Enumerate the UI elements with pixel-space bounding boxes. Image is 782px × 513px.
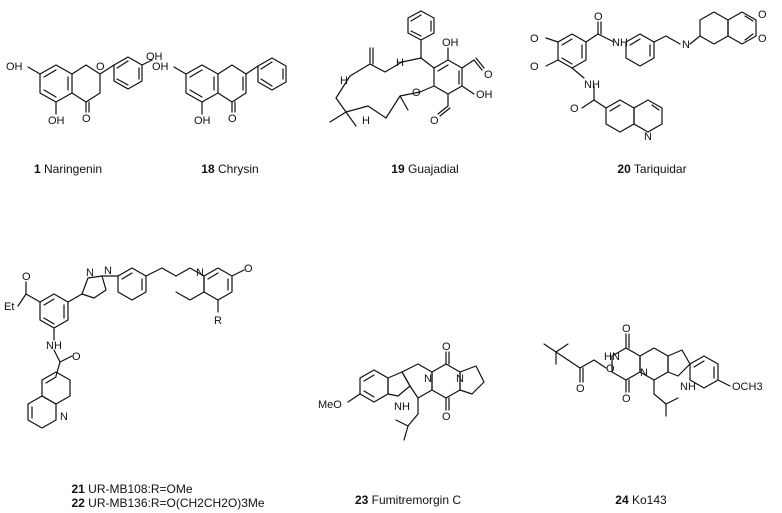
atom-label-o: O	[606, 363, 615, 375]
structure-fumitremorgin-c	[347, 351, 485, 441]
atom-label-o: O	[72, 351, 81, 363]
atom-label-o: O	[22, 271, 31, 283]
atom-label-oh: OH	[48, 115, 65, 127]
atom-label-o: O	[570, 103, 579, 115]
atom-label-oh: OH	[6, 61, 23, 73]
atom-label-r: R	[214, 315, 222, 327]
atom-label-o: O	[96, 61, 105, 73]
atom-label-nh: NH	[584, 79, 600, 91]
compound-number: 21	[71, 482, 85, 496]
compound-name: UR-MB136:R=O(CH2CH2O)3Me	[88, 496, 265, 510]
atom-label-n: N	[682, 39, 690, 51]
atom-label-oh: OH	[442, 37, 459, 49]
compound-number: 18	[201, 162, 215, 176]
atom-label-o: O	[594, 11, 603, 23]
caption-21-22: 21 UR-MB108:R=OMe 22 UR-MB136:R=O(CH2CH2…	[71, 482, 264, 510]
compound-name: Ko143	[632, 493, 667, 507]
compound-name: Tariquidar	[633, 162, 687, 176]
compound-number: 22	[71, 496, 85, 510]
compound-name: Naringenin	[43, 162, 103, 176]
atom-label-nh: NH	[46, 340, 62, 352]
atom-label-o: O	[484, 69, 493, 81]
structure-ko143	[543, 333, 731, 417]
atom-label-oh: OH	[476, 89, 493, 101]
atom-label-n: N	[640, 367, 648, 379]
atom-label-o: O	[622, 393, 631, 405]
compound-name: UR-MB108:R=OMe	[88, 482, 193, 496]
atom-label-o: O	[82, 113, 91, 125]
atom-label-o: O	[228, 113, 237, 125]
atom-label-o: O	[412, 87, 421, 99]
atom-label-h: H	[362, 115, 370, 127]
atom-label-n: N	[104, 265, 112, 277]
structure-tariquidar	[545, 11, 757, 133]
atom-label-et: Et	[4, 301, 14, 313]
atom-label-nh: NH	[612, 37, 628, 49]
compound-number: 19	[391, 162, 405, 176]
structure-ur-mb	[17, 267, 245, 429]
atom-label-n: N	[644, 131, 652, 143]
compound-number: 20	[617, 162, 631, 176]
atom-label-oh: OH	[152, 61, 169, 73]
atom-label-o: O	[530, 61, 539, 73]
atom-label-nh: NH	[394, 401, 410, 413]
atom-label-n: N	[196, 267, 204, 279]
atom-label-o: O	[576, 383, 585, 395]
caption-20: 20 Tariquidar	[617, 162, 686, 176]
structure-guajadial	[329, 10, 485, 127]
atom-label-oh: OH	[194, 115, 211, 127]
atom-label-h: H	[340, 75, 348, 87]
atom-label-o: O	[442, 411, 451, 423]
compound-number: 1	[33, 162, 41, 176]
atom-label-o: O	[758, 9, 767, 21]
compound-name: Guajadial	[408, 162, 459, 176]
atom-label-n: N	[60, 411, 68, 423]
atom-label-o: O	[530, 33, 539, 45]
atom-label-hn: HN	[604, 351, 620, 363]
structure-chrysin	[173, 57, 287, 115]
atom-label-och3: OCH3	[732, 381, 763, 393]
atom-label-nh: NH	[680, 381, 696, 393]
caption-18: 18 Chrysin	[201, 162, 258, 176]
atom-label-n: N	[424, 373, 432, 385]
compound-number: 23	[354, 493, 369, 507]
caption-1: 1 Naringenin	[34, 162, 102, 176]
atom-label-o: O	[430, 115, 439, 127]
compound-name: Fumitremorgin C	[371, 493, 462, 507]
caption-line-22: 22 UR-MB136:R=O(CH2CH2O)3Me	[71, 496, 264, 510]
structure-naringenin	[27, 56, 153, 115]
atom-label-o: O	[622, 323, 631, 335]
atom-label-o: O	[442, 341, 451, 353]
compound-number: 24	[615, 493, 629, 507]
atom-label-meo: MeO	[318, 399, 342, 411]
caption-19: 19 Guajadial	[391, 162, 458, 176]
caption-24: 24 Ko143	[615, 493, 666, 507]
caption-23: 23 Fumitremorgin C	[355, 493, 461, 507]
caption-line-21: 21 UR-MB108:R=OMe	[71, 482, 264, 496]
atom-label-oh: OH	[146, 51, 163, 63]
atom-label-o: O	[244, 263, 253, 275]
compound-name: Chrysin	[218, 162, 259, 176]
atom-label-n: N	[456, 373, 464, 385]
atom-label-o: O	[758, 33, 767, 45]
atom-label-h: H	[396, 57, 404, 69]
atom-label-n: N	[86, 267, 94, 279]
